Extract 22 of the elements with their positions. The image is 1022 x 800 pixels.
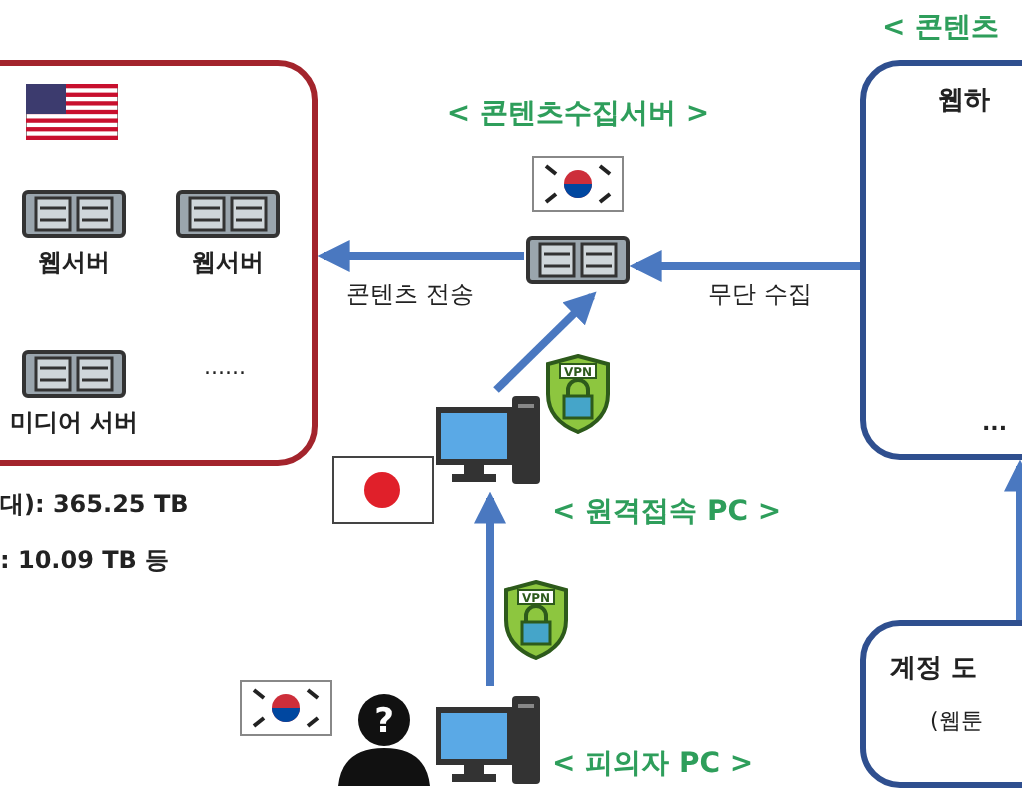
edge-label: 콘텐츠 전송: [342, 278, 478, 312]
section-heading: < 피의자 PC >: [552, 746, 754, 782]
section-heading: < 콘텐츠: [882, 10, 1000, 46]
storage-note: : 10.09 TB 등: [0, 544, 170, 578]
ellipsis-text: ...: [982, 410, 1008, 436]
arrow: [1004, 459, 1022, 620]
account-box: [860, 620, 1022, 788]
arrow: [317, 240, 524, 272]
arrow: [629, 250, 860, 282]
box-subtitle: (웹툰: [930, 706, 983, 736]
server-label: 웹서버: [38, 246, 110, 280]
ellipsis-text: ......: [204, 354, 246, 380]
section-heading: < 콘텐츠수집서버 >: [446, 96, 710, 132]
box-title: 계정 도: [890, 652, 978, 686]
arrow: [474, 491, 506, 686]
section-heading: < 원격접속 PC >: [552, 494, 782, 530]
site-box: [0, 60, 318, 466]
server-label: 웹서버: [192, 246, 264, 280]
storage-note: 대): 365.25 TB: [0, 488, 189, 522]
server-label: 미디어 서버: [9, 406, 139, 440]
box-title: 웹하: [938, 84, 990, 118]
arrow: [493, 291, 597, 393]
